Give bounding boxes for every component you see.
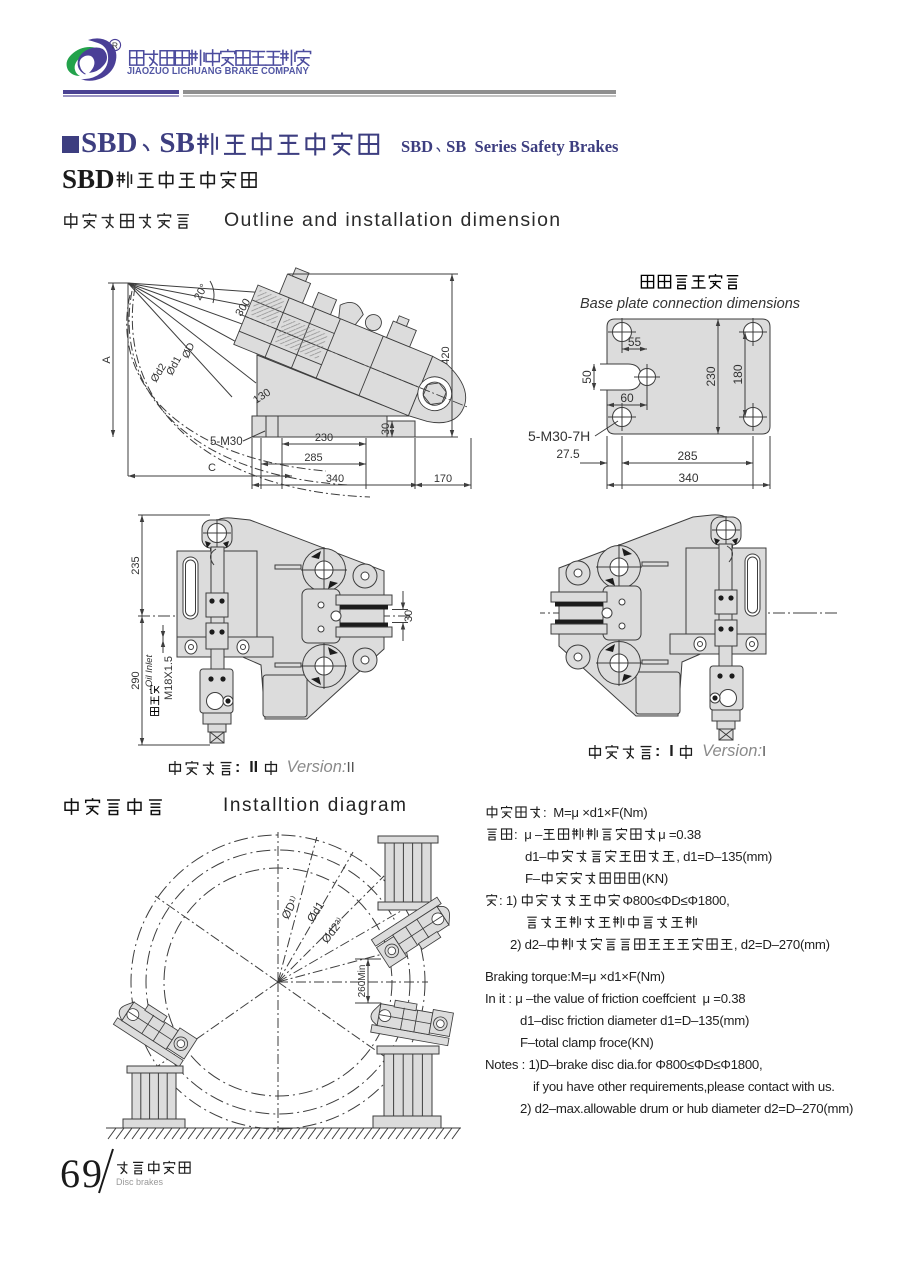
svg-text:340: 340 [678,471,698,485]
svg-text:30: 30 [403,610,415,622]
svg-text:C: C [208,462,216,474]
svg-text:5-M30: 5-M30 [210,436,243,448]
svg-text:27.5: 27.5 [556,447,580,461]
svg-text:Base plate connection dimensio: Base plate connection dimensions [580,296,800,312]
svg-text:340: 340 [326,473,344,485]
svg-text:180: 180 [731,364,745,384]
svg-text:Ød2²⁾: Ød2²⁾ [319,915,347,946]
svg-text:260Min: 260Min [357,965,368,998]
svg-text:5-M30-7H: 5-M30-7H [528,428,590,444]
svg-text:Oil Inlet: Oil Inlet [144,655,155,688]
svg-text:30: 30 [380,423,392,435]
svg-text:290: 290 [130,671,142,689]
svg-text:55: 55 [628,335,642,349]
svg-text:420: 420 [440,346,452,364]
svg-text:170: 170 [434,473,452,485]
svg-text:A: A [101,356,113,364]
svg-text:50: 50 [580,370,594,384]
svg-text:230: 230 [704,366,718,386]
svg-text:60: 60 [620,391,634,405]
svg-text:20°: 20° [192,282,210,302]
svg-text:285: 285 [677,449,697,463]
svg-text:235: 235 [130,556,142,574]
svg-text:ØD: ØD [180,341,198,361]
svg-text:Ød1: Ød1 [164,354,184,377]
svg-text:230: 230 [315,432,333,444]
svg-text:285: 285 [304,452,322,464]
svg-text:R: R [112,41,118,51]
svg-text:M18X1.5: M18X1.5 [163,656,175,700]
